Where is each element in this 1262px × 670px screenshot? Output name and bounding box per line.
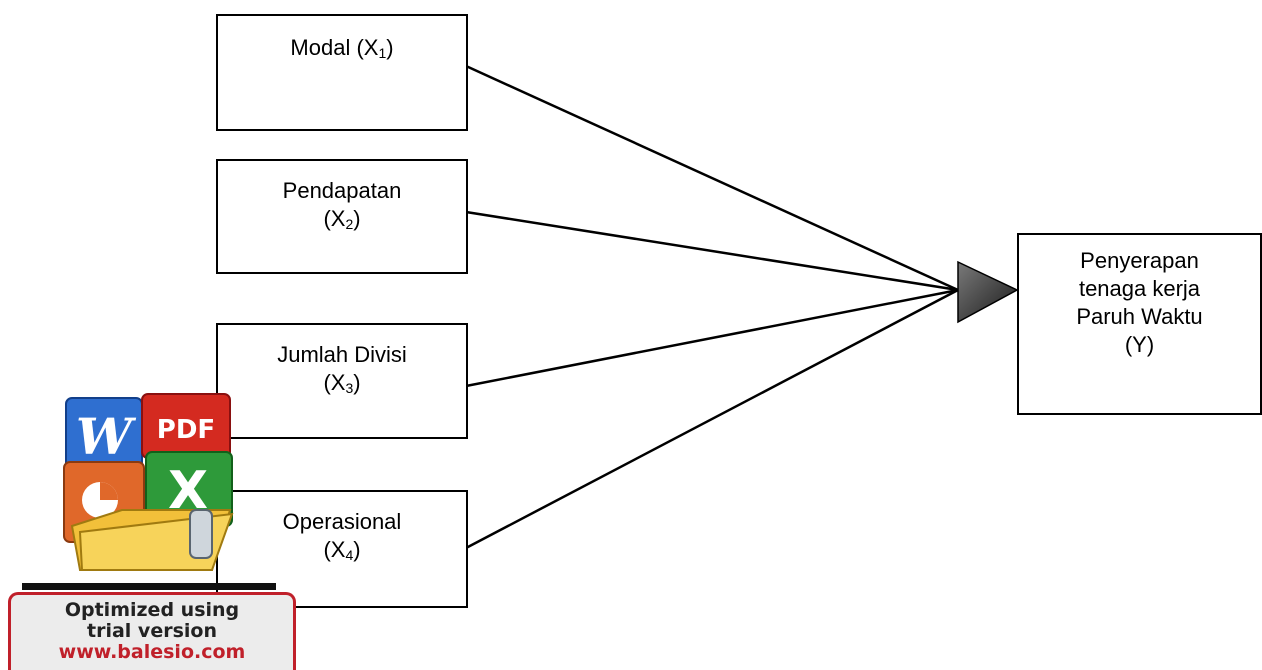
watermark-badge: Optimized using trial version www.balesi… (8, 592, 296, 670)
arrowhead (957, 260, 1019, 324)
watermark-url: www.balesio.com (58, 641, 246, 663)
edge-x4-y (465, 288, 959, 550)
watermark-line-1: Optimized using (64, 599, 240, 621)
logo-pdf-letters: PDF (157, 415, 215, 445)
node-operasional: Operasional (X4) (216, 490, 468, 608)
node-pendapatan: Pendapatan (X2) (216, 159, 468, 274)
node-penyerapan-tenaga-kerja: Penyerapan tenaga kerja Paruh Waktu (Y) (1017, 233, 1262, 415)
node-jumlah-divisi: Jumlah Divisi (X3) (216, 323, 468, 439)
node-modal: Modal (X1) (216, 14, 468, 131)
logo-word-letter: W (76, 407, 137, 466)
edge-x2-y (465, 210, 959, 292)
watermark-line-2: trial version (87, 620, 217, 642)
balesio-logo-icon: W PDF X (63, 393, 234, 571)
watermark-bar (22, 583, 276, 590)
edge-x1-y (465, 64, 959, 292)
edge-x3-y (465, 288, 959, 388)
